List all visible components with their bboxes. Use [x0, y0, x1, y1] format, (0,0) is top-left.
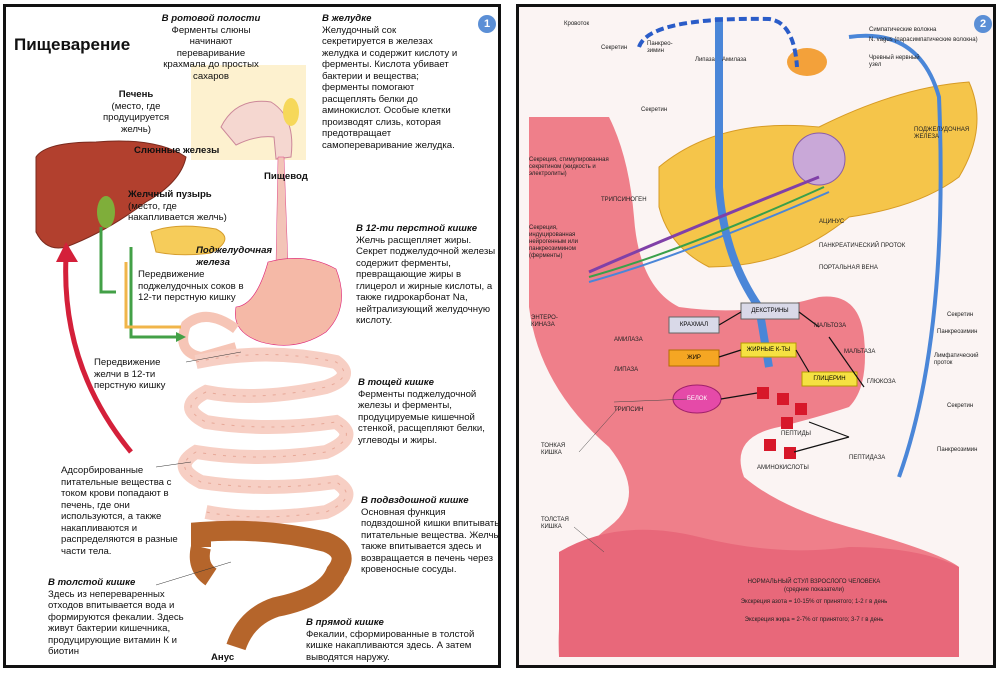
label-starch: КРАХМАЛ — [679, 322, 709, 328]
pancreas-label: Поджелудочная железа — [196, 245, 273, 268]
bloodstream-loop — [637, 16, 799, 68]
label-peptides: ПЕПТИДЫ — [781, 431, 811, 437]
label-glucose: ГЛЮКОЗА — [867, 379, 896, 385]
digestive-system-illustration — [35, 65, 354, 651]
label-maltose: МАЛЬТОЗА — [814, 323, 847, 329]
label-fatty-acids: ЖИРНЫЕ К-ТЫ — [746, 347, 791, 353]
portal-vein-shape — [715, 17, 773, 368]
gallbladder-shape — [97, 196, 115, 228]
pancreatic-flow-arrow — [124, 262, 181, 329]
pancreatic-duct-line — [588, 175, 820, 274]
fat-box — [668, 349, 720, 367]
pancreatic-flow-text: Передвижение поджелудочных соков в 12-ти… — [138, 269, 244, 303]
label-duct: ПАНКРЕАТИЧЕСКИЙ ПРОТОК — [819, 243, 906, 249]
bile-flow-arrow — [99, 227, 116, 294]
nutrient-return-arrow — [63, 256, 133, 454]
label-pancreas: ПОДЖЕЛУДОЧНАЯ ЖЕЛЕЗА — [914, 127, 970, 140]
stomach-shape — [234, 258, 342, 346]
label-trypsin: ТРИПСИН — [614, 407, 644, 413]
label-enterokinase: ЭНТЕРО-КИНАЗА — [531, 315, 558, 328]
label-large-intestine: ТОЛСТАЯ КИШКА — [541, 517, 569, 530]
glycerin-box — [801, 371, 858, 387]
right-vessel — [848, 33, 943, 478]
label-secretin-top: Секретин — [601, 45, 628, 51]
large-intestine-shape — [191, 520, 352, 651]
page-title: Пищеварение — [14, 35, 131, 54]
label-lipase: ЛИПАЗА — [614, 367, 639, 373]
label-bloodflow: Кровоток — [564, 21, 590, 27]
salivary-gland-shape — [283, 98, 299, 126]
label-portal: ПОРТАЛЬНАЯ ВЕНА — [819, 265, 878, 271]
small-intestine-folds — [184, 354, 347, 518]
dextrins-box — [740, 302, 800, 320]
panel-number-badge: 1 — [478, 15, 496, 33]
label-amino: АМИНОКИСЛОТЫ — [757, 465, 809, 471]
label-secretin-r2: Секретин — [947, 403, 974, 409]
liver-shape — [35, 140, 187, 249]
gallbladder-text: Желчный пузырь(место, где накапливается … — [128, 189, 227, 223]
large-intestine-shape — [559, 529, 959, 657]
esophagus-label: Пищевод — [264, 171, 308, 182]
liver-text: Печень(место, где продуцируется желчь) — [102, 89, 170, 135]
label-stool-sub: (средние показатели) — [784, 587, 844, 593]
pancreas-panel: 2 Кровоток Секретин Панкрео-зимин Липаза… — [516, 4, 996, 668]
label-protein: БЕЛОК — [686, 396, 708, 402]
reaction-arrows — [718, 311, 865, 453]
label-secretion-stim: Секреция, стимулированная секретином (жи… — [529, 157, 609, 177]
nutrient-arrowhead — [56, 242, 78, 262]
label-pancreozymin-top: Панкрео-зимин — [647, 41, 673, 54]
salivary-label: Слюнные железы — [134, 145, 220, 156]
label-fat: ЖИР — [687, 355, 701, 361]
secretin-path — [588, 186, 825, 278]
label-pancreozymin-r2: Панкреозимин — [937, 447, 978, 453]
label-amylase-top: Амилаза — [722, 57, 747, 63]
label-glycerin: ГЛИЦЕРИН — [813, 376, 846, 382]
mouth-shape — [220, 100, 293, 160]
label-peptidase: ПЕПТИДАЗА — [849, 455, 886, 461]
label-secretin-r1: Секретин — [947, 312, 974, 318]
pancreozymin-path — [588, 191, 830, 283]
panel-number-badge: 2 — [974, 15, 992, 33]
label-stool-n: Экскреция азота = 10-15% от принятого; 1… — [740, 599, 888, 605]
label-amylase: АМИЛАЗА — [614, 337, 643, 343]
bile-flow-text: Передвижение желчи в 12-ти перстную кишк… — [94, 357, 166, 391]
label-vagus: N. vagus (парасимпатические волокна) — [869, 37, 978, 43]
label-pancreozymin-r1: Панкреозимин — [937, 329, 978, 335]
absorbed-text: Адсорбированные питательные вещества с т… — [61, 465, 178, 557]
label-trypsinogen: ТРИПСИНОГЕН — [601, 197, 647, 203]
leader-lines — [573, 398, 690, 553]
pancreas-shape — [150, 225, 226, 256]
bile-flow-arrow-2 — [129, 247, 176, 339]
peptide-blocks — [757, 387, 807, 459]
label-stool-f: Экскреция жира = 2-7% от принятого; 3-7 … — [744, 617, 884, 623]
anus-label: Анус — [211, 652, 235, 663]
label-acinus: АЦИНУС — [819, 219, 845, 225]
label-dextrins: ДЕКСТРИНЫ — [751, 308, 789, 314]
acinus-shape — [792, 132, 846, 186]
label-secretin-mid: Секретин — [641, 107, 668, 113]
pancreatic-digestion-illustration — [529, 16, 978, 657]
label-lipase-top: Липаза — [695, 57, 715, 63]
celiac-ganglion-shape — [787, 48, 827, 76]
label-secretion-ind: Секреция, индуцированная нейрогенным или… — [529, 225, 579, 259]
small-intestine-shape — [177, 347, 354, 524]
bile-arrowhead — [176, 332, 186, 342]
label-stool-title: НОРМАЛЬНЫЙ СТУЛ ВЗРОСЛОГО ЧЕЛОВЕКА — [747, 579, 881, 585]
label-lymph: Лимфатический проток — [934, 353, 979, 366]
label-celiac: Чревный нервный узел — [869, 55, 920, 68]
duodenum-shape — [178, 312, 239, 363]
label-maltase: МАЛЬТАЗА — [844, 349, 876, 355]
label-sympathetic: Симпатические волокна — [869, 27, 937, 33]
cecum-shape — [189, 544, 218, 586]
label-small-intestine: ТОНКАЯ КИШКА — [541, 443, 566, 456]
